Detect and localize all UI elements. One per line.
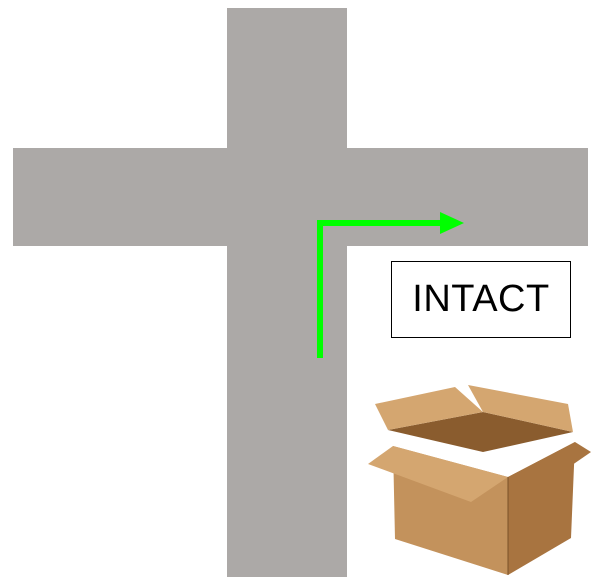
status-label-text: INTACT: [412, 278, 549, 321]
open-cardboard-box-icon: [363, 382, 593, 577]
status-label-box: INTACT: [391, 261, 571, 338]
arrow-head: [440, 212, 464, 234]
